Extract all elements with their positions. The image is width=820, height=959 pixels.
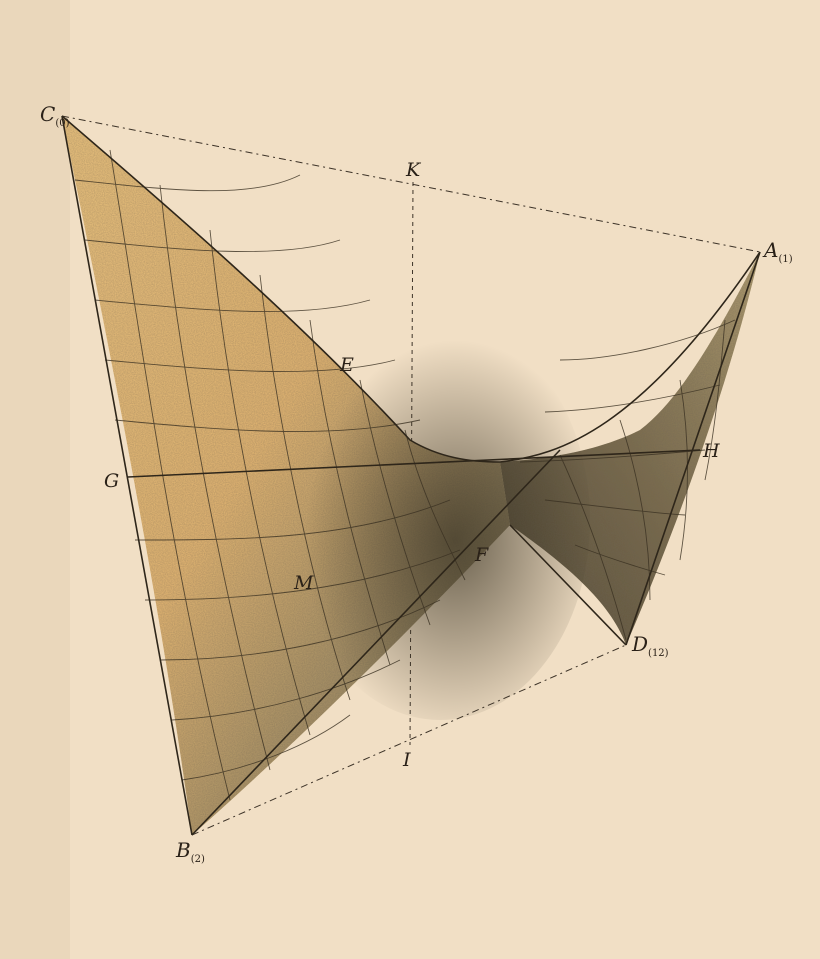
label-M: M xyxy=(293,572,314,594)
ruling-lines xyxy=(61,115,761,836)
edge-A-D xyxy=(625,251,761,646)
label-A: A(1) xyxy=(762,238,793,265)
label-D: D(12) xyxy=(631,632,669,659)
edge-curve-C-E-A xyxy=(61,115,761,463)
label-I: I xyxy=(402,749,411,771)
line-B-F xyxy=(191,449,561,836)
label-K: K xyxy=(405,159,422,181)
label-G: G xyxy=(104,470,119,492)
label-E: E xyxy=(339,354,354,376)
surface-grid xyxy=(74,149,736,801)
edge-F-D xyxy=(509,524,627,646)
edge-C-B xyxy=(61,115,193,836)
label-B: B(2) xyxy=(175,838,205,865)
label-C: C(0) xyxy=(40,102,70,129)
point-labels: C(0) K A(1) E H G F M D(12) I B(2) xyxy=(40,102,793,865)
surface-shadow xyxy=(290,320,590,720)
label-H: H xyxy=(702,440,720,462)
line-G-H xyxy=(127,449,701,478)
dashed-line-B-D xyxy=(191,644,627,836)
binding-shadow xyxy=(0,0,70,959)
label-F: F xyxy=(474,544,489,566)
